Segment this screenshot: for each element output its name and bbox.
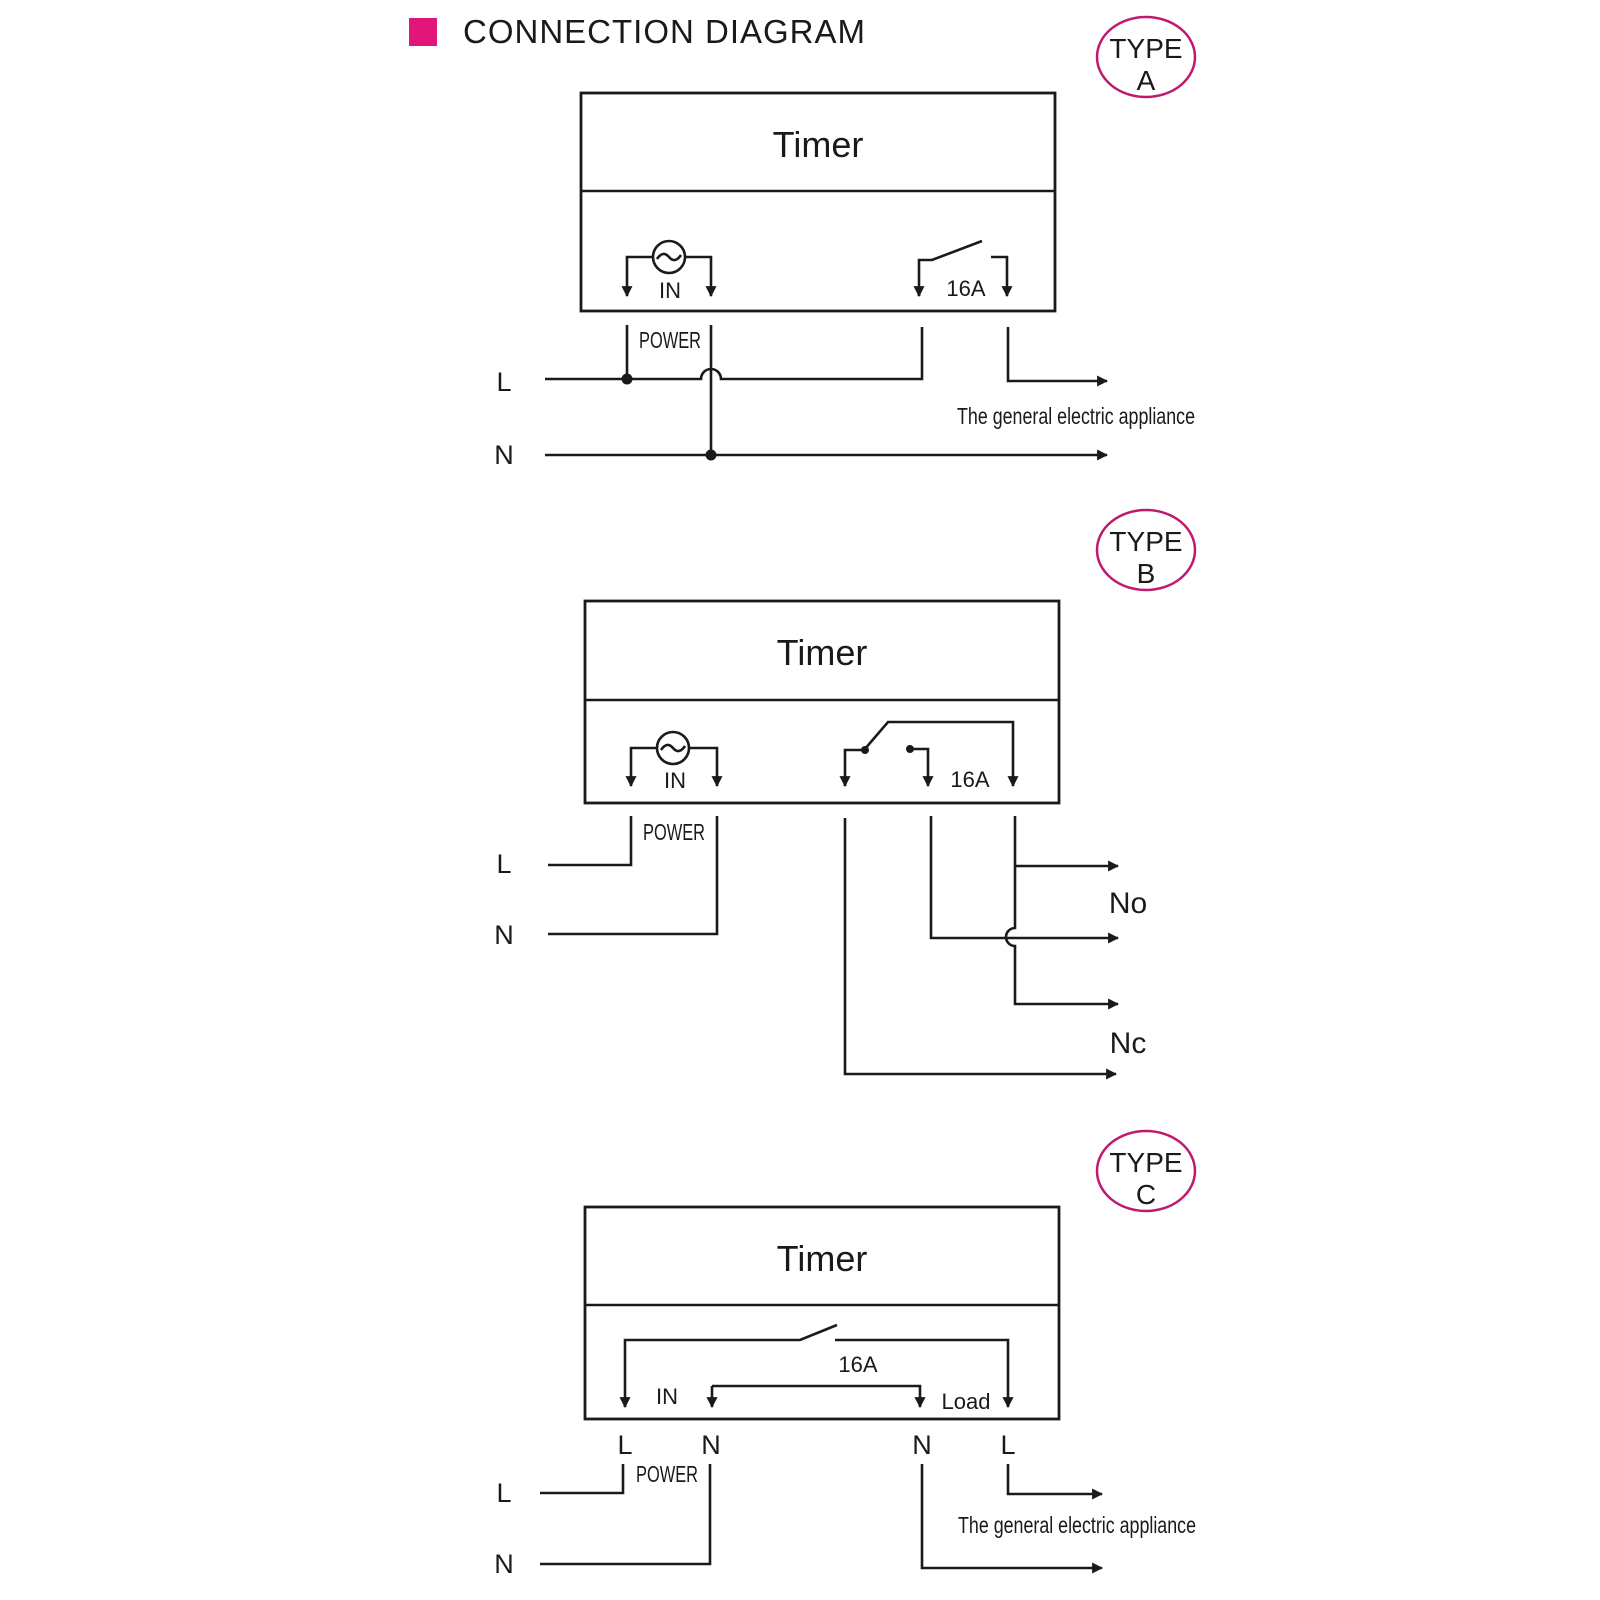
type-a-timer-title: Timer bbox=[773, 124, 864, 165]
type-c-badge: TYPE C bbox=[1095, 1129, 1197, 1213]
type-a-badge-line2: A bbox=[1137, 65, 1156, 96]
type-b-in-label: IN bbox=[664, 768, 686, 793]
type-c-line-n: N bbox=[494, 1549, 514, 1579]
type-a-line-l: L bbox=[496, 367, 511, 397]
type-c-appliance-label: The general electric appliance bbox=[958, 1512, 1196, 1538]
type-c-in-label: IN bbox=[656, 1384, 678, 1409]
type-a-badge-line1: TYPE bbox=[1109, 33, 1182, 64]
type-c-terminal-n-load: N bbox=[912, 1430, 932, 1460]
switch-contact-icon bbox=[917, 239, 1013, 298]
type-c-load-label: Load bbox=[942, 1389, 991, 1414]
type-c-badge-line2: C bbox=[1136, 1179, 1156, 1210]
type-a-badge: TYPE A bbox=[1095, 15, 1197, 99]
type-a-rating: 16A bbox=[946, 276, 985, 301]
type-b-line-n: N bbox=[494, 920, 514, 950]
type-b-output-nc: Nc bbox=[1110, 1027, 1147, 1060]
type-b-timer-title: Timer bbox=[777, 632, 868, 673]
type-c-terminal-l-in: L bbox=[617, 1430, 632, 1460]
type-c-section: TYPE C Timer 16A IN Load L N N L POWER L… bbox=[494, 1129, 1197, 1579]
junction-dot-icon bbox=[621, 373, 633, 385]
type-c-terminal-n-in: N bbox=[701, 1430, 721, 1460]
type-c-timer-title: Timer bbox=[777, 1238, 868, 1279]
type-b-badge-line2: B bbox=[1137, 558, 1156, 589]
type-c-badge-line1: TYPE bbox=[1109, 1147, 1182, 1178]
type-a-section: TYPE A Timer IN 16A POWER L N Th bbox=[494, 15, 1197, 470]
junction-dot-icon bbox=[705, 449, 717, 461]
type-c-line-l: L bbox=[496, 1478, 511, 1508]
type-b-section: TYPE B Timer IN 16A POWER L bbox=[494, 508, 1197, 1080]
type-a-in-label: IN bbox=[659, 278, 681, 303]
header-accent-square bbox=[409, 18, 437, 46]
type-b-badge-line1: TYPE bbox=[1109, 526, 1182, 557]
type-a-power-label: POWER bbox=[639, 327, 701, 353]
type-b-output-no: No bbox=[1109, 887, 1147, 920]
type-c-terminal-l-load: L bbox=[1000, 1430, 1015, 1460]
type-b-line-l: L bbox=[496, 849, 511, 879]
type-b-badge: TYPE B bbox=[1095, 508, 1197, 592]
switch-contact-icon bbox=[843, 720, 1019, 788]
type-c-rating: 16A bbox=[838, 1352, 877, 1377]
type-a-appliance-label: The general electric appliance bbox=[957, 403, 1195, 429]
diagram-title: CONNECTION DIAGRAM bbox=[463, 13, 866, 50]
type-b-timer-box bbox=[583, 599, 1061, 805]
type-a-line-n: N bbox=[494, 440, 514, 470]
type-b-rating: 16A bbox=[950, 767, 989, 792]
type-c-power-label: POWER bbox=[636, 1461, 698, 1487]
type-c-timer-box bbox=[583, 1205, 1061, 1421]
type-b-power-label: POWER bbox=[643, 819, 705, 845]
type-a-timer-box bbox=[579, 91, 1057, 313]
switch-contact-icon bbox=[623, 1323, 1014, 1409]
